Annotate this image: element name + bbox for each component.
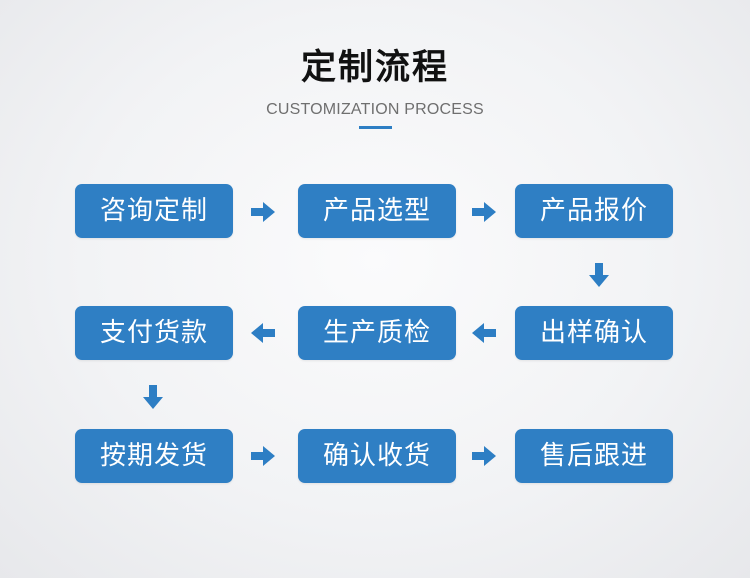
arrow-left-icon bbox=[471, 321, 497, 345]
arrow-left-icon bbox=[250, 321, 276, 345]
step-after-sales: 售后跟进 bbox=[515, 429, 673, 483]
page-title: 定制流程 bbox=[300, 48, 449, 88]
arrow-right-icon bbox=[471, 200, 497, 224]
step-confirm-receipt: 确认收货 bbox=[298, 429, 456, 483]
arrow-down-icon bbox=[586, 262, 612, 287]
step-product-quote: 产品报价 bbox=[515, 184, 673, 238]
page-subtitle: CUSTOMIZATION PROCESS bbox=[266, 101, 484, 118]
step-consult-customize: 咨询定制 bbox=[75, 184, 233, 238]
step-production-qc: 生产质检 bbox=[298, 306, 456, 360]
step-sample-confirm: 出样确认 bbox=[515, 306, 673, 360]
arrow-right-icon bbox=[250, 200, 276, 224]
arrow-right-icon bbox=[250, 444, 276, 468]
step-pay-balance: 支付货款 bbox=[75, 306, 233, 360]
step-product-selection: 产品选型 bbox=[298, 184, 456, 238]
arrow-down-icon bbox=[140, 384, 166, 409]
title-underline bbox=[359, 126, 392, 129]
arrow-right-icon bbox=[471, 444, 497, 468]
step-ship-on-time: 按期发货 bbox=[75, 429, 233, 483]
